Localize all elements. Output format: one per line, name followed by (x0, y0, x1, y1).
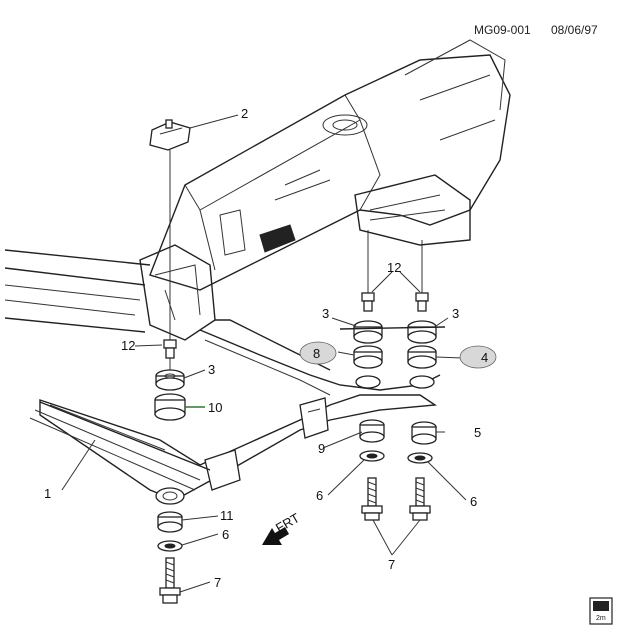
callout-4: 4 (481, 350, 488, 365)
callout-numbers: 1 2 3 3 3 4 5 6 6 6 7 7 8 9 10 11 12 12 (44, 106, 488, 590)
callout-12-rear: 12 (387, 260, 401, 275)
logo-text: 2m (596, 615, 606, 622)
corner-logo: 2m (589, 597, 613, 625)
callout-3-left-washer: 3 (322, 306, 329, 321)
right-mount-stacks (339, 292, 446, 521)
callout-6-right: 6 (470, 494, 477, 509)
callout-5: 5 (474, 425, 481, 440)
callout-1: 1 (44, 486, 51, 501)
front-body-structure (4, 39, 511, 341)
callout-8: 8 (313, 346, 320, 361)
arrow-icon (262, 527, 289, 545)
left-mount-stack (154, 339, 186, 604)
callout-11: 11 (220, 508, 234, 523)
document-date: 08/06/97 (551, 23, 598, 37)
callout-6-left: 6 (316, 488, 323, 503)
assembly-lines (169, 230, 423, 370)
part-2-bracket (149, 114, 239, 340)
callout-9: 9 (318, 441, 325, 456)
callout-3-front-washer: 3 (208, 362, 215, 377)
callout-10: 10 (208, 400, 222, 415)
document-id: MG09-001 (474, 23, 531, 37)
callout-7-rear: 7 (388, 557, 395, 572)
front-direction-arrow: FRT (262, 510, 302, 545)
callout-2: 2 (241, 106, 248, 121)
callout-12-front: 12 (121, 338, 135, 353)
engine-cradle (29, 319, 441, 505)
callout-7-front: 7 (214, 575, 221, 590)
callout-4-highlight (459, 345, 497, 369)
callout-8-highlight (299, 341, 337, 365)
callout-6-front: 6 (222, 527, 229, 542)
callout-3-right-washer: 3 (452, 306, 459, 321)
